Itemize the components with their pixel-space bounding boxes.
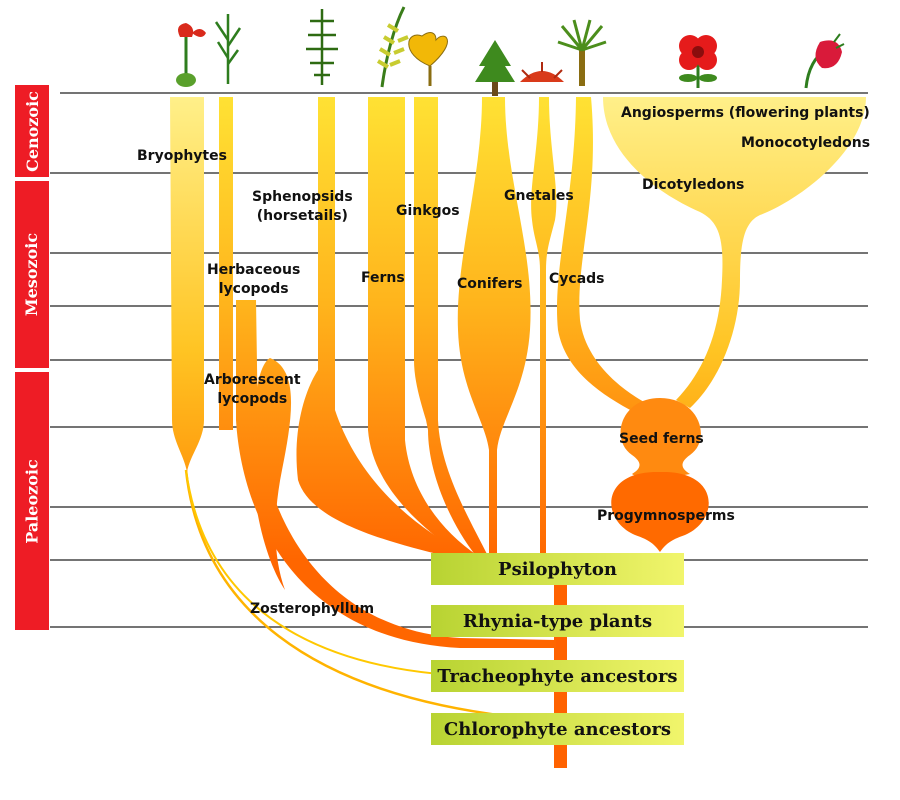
box-tracheophyte-label: Tracheophyte ancestors (437, 665, 678, 687)
label-ginkgos: Ginkgos (396, 203, 460, 219)
herbaceous-lycopods-branch (219, 97, 233, 430)
label-sphenopsids-line2: (horsetails) (256, 208, 348, 224)
progymnosperms-branch (611, 471, 709, 552)
lycopod-icon (214, 14, 242, 84)
label-bryophytes: Bryophytes (137, 148, 227, 164)
seed-ferns-branch (620, 398, 701, 479)
box-chlorophyte-label: Chlorophyte ancestors (443, 718, 672, 740)
flower-icon (679, 35, 717, 88)
label-progymnosperms: Progymnosperms (597, 508, 735, 524)
era-mesozoic: Mesozoic (15, 181, 49, 368)
bryophytes-branch (170, 97, 204, 472)
era-paleozoic: Paleozoic (15, 372, 49, 630)
era-label-mesozoic: Mesozoic (22, 232, 42, 317)
label-conifers: Conifers (457, 276, 523, 292)
label-monocotyledons: Monocotyledons (741, 135, 871, 151)
conifer-icon (475, 40, 515, 96)
label-arborescent-line2: lycopods (217, 391, 288, 407)
horsetail-icon (306, 9, 338, 85)
label-sphenopsids: Sphenopsids (horsetails) (252, 188, 353, 226)
cycad-icon (557, 19, 607, 86)
cycads-branch (557, 97, 650, 415)
box-chlorophyte: Chlorophyte ancestors (431, 713, 684, 745)
box-rhynia-label: Rhynia-type plants (462, 610, 653, 632)
label-arborescent-line1: Arborescent (204, 372, 301, 388)
label-seed-ferns: Seed ferns (619, 431, 704, 447)
label-gnetales: Gnetales (504, 188, 574, 204)
label-cycads: Cycads (549, 271, 605, 287)
conifers-branch (457, 97, 531, 556)
ginkgos-branch (414, 97, 488, 556)
ginkgo-leaf-icon (408, 32, 448, 86)
label-sphenopsids-line1: Sphenopsids (252, 189, 353, 205)
box-psilophyton: Psilophyton (431, 553, 684, 585)
sphenopsids-branch (296, 97, 470, 556)
monocot-flower-icon (804, 33, 845, 89)
era-label-cenozoic: Cenozoic (22, 90, 42, 172)
label-angiosperms: Angiosperms (flowering plants) (621, 105, 870, 121)
arborescent-lycopods-branch (251, 358, 292, 590)
gnetales-branch (531, 97, 557, 556)
box-rhynia: Rhynia-type plants (431, 605, 684, 637)
box-tracheophyte: Tracheophyte ancestors (431, 660, 684, 692)
era-cenozoic: Cenozoic (15, 85, 49, 177)
fern-icon (376, 6, 409, 88)
label-herbaceous-lycopods: Herbaceous lycopods (207, 261, 300, 299)
moss-icon (176, 23, 206, 87)
label-zosterophyllum: Zosterophyllum (250, 601, 375, 617)
label-ferns: Ferns (361, 270, 405, 286)
label-arborescent-lycopods: Arborescent lycopods (204, 371, 301, 409)
angiosperms-branch (603, 97, 866, 408)
box-psilophyton-label: Psilophyton (498, 558, 617, 580)
label-herbaceous-line2: lycopods (218, 281, 289, 297)
label-herbaceous-line1: Herbaceous (207, 262, 301, 278)
label-dicotyledons: Dicotyledons (642, 177, 745, 193)
gnetales-icon (520, 62, 564, 82)
era-label-paleozoic: Paleozoic (22, 458, 42, 544)
bryophyte-ancestor-line (184, 469, 546, 722)
ferns-branch (368, 97, 478, 556)
